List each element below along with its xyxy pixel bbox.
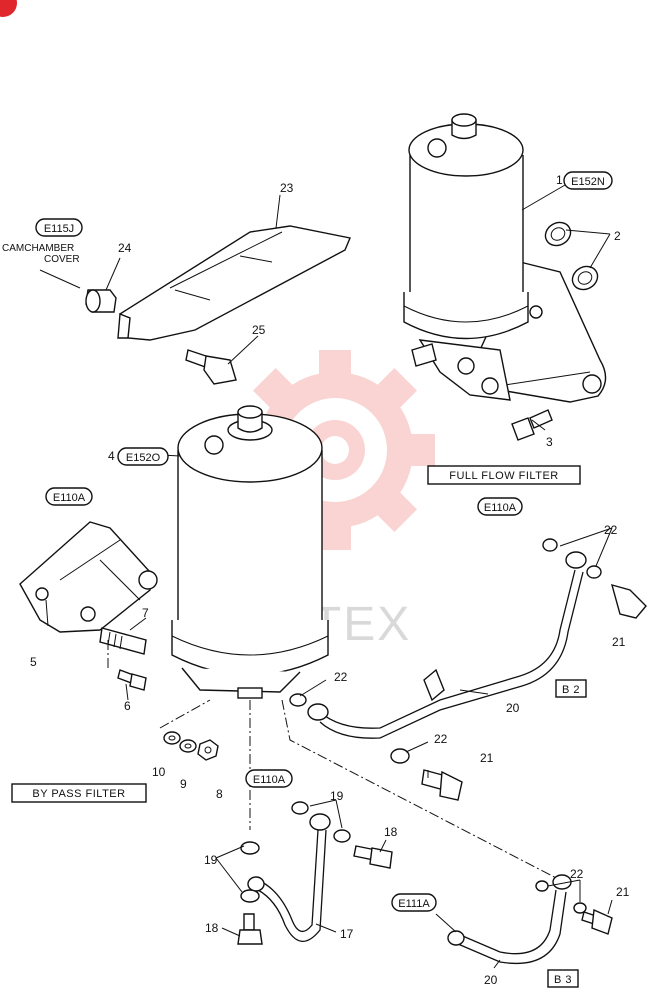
b2-box[interactable]: B 2 xyxy=(555,679,587,698)
ref-e152n-label: E152N xyxy=(571,176,605,188)
by-pass-filter-label: BY PASS FILTER xyxy=(32,788,125,800)
ref-e110a-left[interactable]: E110A xyxy=(45,487,93,506)
bolt-6[interactable] xyxy=(117,669,147,691)
callout-23: 23 xyxy=(280,181,294,195)
callout-5: 5 xyxy=(30,655,37,669)
callout-21-middle: 21 xyxy=(480,751,494,765)
callout-1: 1 xyxy=(556,173,563,187)
watermark-gear-icon xyxy=(235,350,435,550)
callout-6: 6 xyxy=(124,699,131,713)
b2-label: B 2 xyxy=(562,684,580,696)
ref-e115j[interactable]: E115J xyxy=(35,218,83,237)
washers-22-lower[interactable] xyxy=(535,880,587,914)
ref-e152o-label: E152O xyxy=(126,452,161,464)
ref-e152o[interactable]: E152O xyxy=(117,447,169,466)
bypass-filter-assembly[interactable] xyxy=(171,405,329,699)
callout-19-left: 19 xyxy=(204,853,218,867)
ref-e110a-right-label: E110A xyxy=(484,502,517,514)
bolt-21-lower[interactable] xyxy=(581,908,613,935)
leader-lines xyxy=(39,184,613,969)
bracket-5[interactable] xyxy=(19,521,158,633)
by-pass-filter-box: BY PASS FILTER xyxy=(11,783,147,803)
ref-e110a-bottom-label: E110A xyxy=(253,774,286,786)
callout-9: 9 xyxy=(180,777,187,791)
callout-18-bottom: 18 xyxy=(205,921,219,935)
callout-21-upper: 21 xyxy=(612,635,626,649)
camchamber-note-line1: CAMCHAMBER xyxy=(2,243,74,254)
callout-20-upper: 20 xyxy=(506,701,520,715)
stud-7[interactable] xyxy=(99,627,147,655)
callout-22-lower: 22 xyxy=(570,867,584,881)
callout-7: 7 xyxy=(142,606,149,620)
ref-e110a-bottom[interactable]: E110A xyxy=(245,769,293,788)
bolt-25[interactable] xyxy=(185,349,237,385)
callout-20-lower: 20 xyxy=(484,973,498,987)
washers-22-upper[interactable] xyxy=(289,538,602,764)
callout-25: 25 xyxy=(252,323,266,337)
bolt-18-right[interactable] xyxy=(353,845,393,869)
callout-21-lower: 21 xyxy=(616,885,630,899)
full-flow-filter-label: FULL FLOW FILTER xyxy=(449,470,558,482)
washer-10[interactable] xyxy=(163,731,181,745)
callout-18-right: 18 xyxy=(384,825,398,839)
callout-3: 3 xyxy=(546,435,553,449)
full-flow-filter-assembly[interactable] xyxy=(403,113,607,403)
callout-22-middle: 22 xyxy=(434,732,448,746)
ref-e115j-label: E115J xyxy=(44,223,74,235)
ref-e152n[interactable]: E152N xyxy=(563,171,613,190)
callout-8: 8 xyxy=(216,787,223,801)
b3-label: B 3 xyxy=(554,974,572,986)
pipe-17[interactable] xyxy=(247,813,331,942)
callout-2: 2 xyxy=(614,229,621,243)
pipe-20-lower[interactable] xyxy=(447,874,572,965)
b3-box[interactable]: B 3 xyxy=(547,969,579,988)
nut-8[interactable] xyxy=(197,739,219,761)
bolt-18-bottom[interactable] xyxy=(237,913,263,945)
ref-e110a-right[interactable]: E110A xyxy=(477,497,523,516)
camchamber-note-line2: COVER xyxy=(44,254,80,265)
cover-plate-23[interactable] xyxy=(117,225,351,341)
spacer-24[interactable] xyxy=(85,289,117,313)
callout-10: 10 xyxy=(152,765,166,779)
ref-e110a-left-label: E110A xyxy=(53,492,86,504)
washer-9[interactable] xyxy=(179,739,197,753)
ref-e111a[interactable]: E111A xyxy=(391,893,437,912)
callout-24: 24 xyxy=(118,241,132,255)
washer-2-pair[interactable] xyxy=(541,218,602,294)
full-flow-filter-box: FULL FLOW FILTER xyxy=(427,465,581,485)
pipe-20-upper[interactable] xyxy=(307,551,587,739)
callout-22-upper: 22 xyxy=(604,523,618,537)
washers-19-lower[interactable] xyxy=(240,801,351,903)
callout-17: 17 xyxy=(340,927,354,941)
ref-e111a-label: E111A xyxy=(398,898,430,910)
callout-19-right: 19 xyxy=(330,789,344,803)
corner-badge-icon[interactable] xyxy=(0,0,17,17)
bolt-21-upper[interactable] xyxy=(421,583,647,801)
bolt-3[interactable] xyxy=(511,409,553,441)
callout-22-left: 22 xyxy=(334,670,348,684)
callout-4: 4 xyxy=(108,449,115,463)
